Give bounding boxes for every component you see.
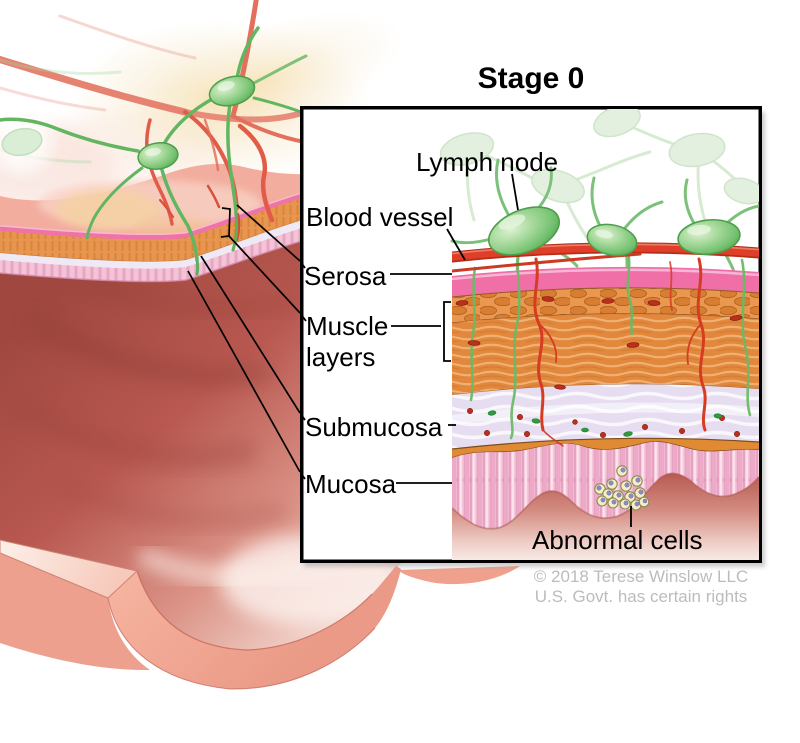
inset-leader-lines [303,173,632,527]
abnormal-cells-cluster [594,465,650,511]
faded-lymph-nodes [439,109,759,244]
overview-leader-lines [187,204,301,473]
inset-box [300,106,765,567]
inset-tissue-art [452,242,759,560]
lymph-nodes [488,206,741,257]
